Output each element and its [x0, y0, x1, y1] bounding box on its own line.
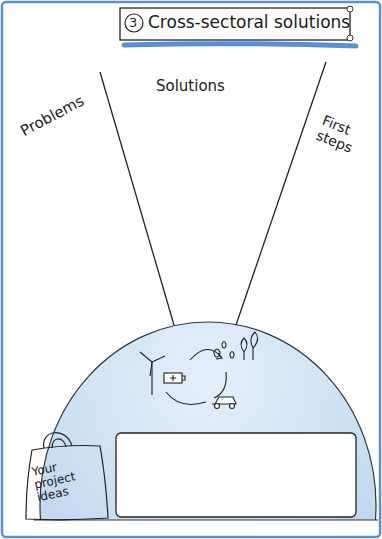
poster-title: Cross-sectoral solutions	[148, 12, 350, 32]
column-heading: First steps	[314, 112, 370, 160]
title-box	[120, 8, 350, 40]
globe-dome	[40, 322, 376, 520]
ray-line	[236, 62, 326, 325]
pin	[347, 35, 353, 41]
bag-label: Your project ideas	[31, 455, 94, 505]
answer-box	[116, 433, 356, 517]
column-heading: Problems	[18, 93, 87, 140]
callout-number: 3	[129, 15, 137, 31]
column-heading: Solutions	[156, 78, 225, 94]
ray-line	[100, 72, 174, 325]
pin	[347, 6, 353, 12]
idea-bag: Your project ideas	[22, 426, 112, 522]
number-circle	[125, 14, 143, 32]
sector-icons	[140, 332, 258, 409]
title-underline	[124, 44, 356, 46]
